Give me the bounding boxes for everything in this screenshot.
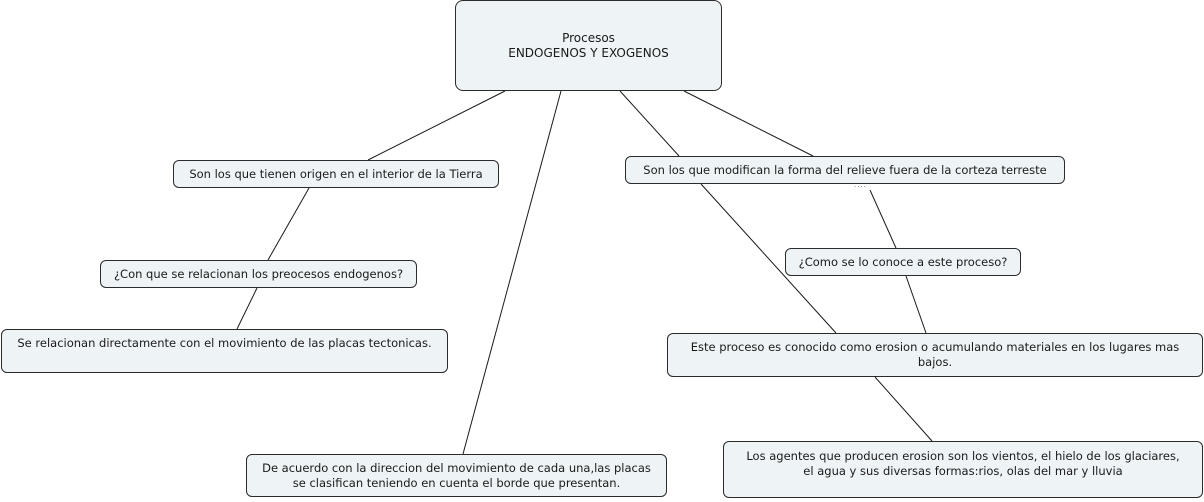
agents-text-line1: Los agentes que producen erosion son los… xyxy=(746,449,1180,463)
exogenous-question-node[interactable]: ¿Como se lo conoce a este proceso? xyxy=(785,248,1021,276)
exogenous-definition-text: Son los que modifican la forma del relie… xyxy=(643,162,1047,177)
link-question-erosion xyxy=(905,275,927,334)
link-root-endogenous xyxy=(367,90,506,161)
plates-text-line1: De acuerdo con la direccion del movimien… xyxy=(262,460,651,475)
link-exogenous-erosion xyxy=(700,183,837,334)
endogenous-definition-node[interactable]: Son los que tienen origen en el interior… xyxy=(173,160,499,188)
link-root-exogenous-a xyxy=(619,90,680,157)
link-root-plates xyxy=(462,90,562,455)
link-exogenous-question xyxy=(869,189,897,249)
erosion-text-line1: Este proceso es conocido como erosion o … xyxy=(690,340,1180,354)
endogenous-question-node[interactable]: ¿Con que se relacionan los preocesos end… xyxy=(100,260,417,288)
link-erosion-agents xyxy=(874,376,933,442)
link-question-answer xyxy=(236,287,258,330)
endogenous-answer-node[interactable]: Se relacionan directamente con el movimi… xyxy=(1,329,448,373)
agents-text-line2: el agua y sus diversas formas:rios, olas… xyxy=(803,464,1123,478)
link-endogenous-question xyxy=(267,187,310,261)
plates-node[interactable]: De acuerdo con la direccion del movimien… xyxy=(246,454,667,497)
endogenous-definition-text: Son los que tienen origen en el interior… xyxy=(189,166,483,181)
endogenous-question-text: ¿Con que se relacionan los preocesos end… xyxy=(113,266,404,281)
erosion-text-line2: bajos. xyxy=(917,355,953,369)
exogenous-definition-node[interactable]: Son los que modifican la forma del relie… xyxy=(625,156,1065,184)
plates-text-line2: se clasifican teniendo en cuenta el bord… xyxy=(292,475,621,490)
root-title: Procesos xyxy=(562,30,615,45)
exogenous-question-text: ¿Como se lo conoce a este proceso? xyxy=(798,254,1008,269)
root-node[interactable]: Procesos ENDOGENOS Y EXOGENOS xyxy=(455,0,722,91)
erosion-node[interactable]: Este proceso es conocido como erosion o … xyxy=(667,333,1203,377)
root-subtitle: ENDOGENOS Y EXOGENOS xyxy=(508,45,669,60)
endogenous-answer-text: Se relacionan directamente con el movimi… xyxy=(17,336,432,350)
agents-node[interactable]: Los agentes que producen erosion son los… xyxy=(723,441,1203,498)
link-root-exogenous-b xyxy=(683,90,814,157)
resize-handle-dots: ···· xyxy=(854,183,867,191)
